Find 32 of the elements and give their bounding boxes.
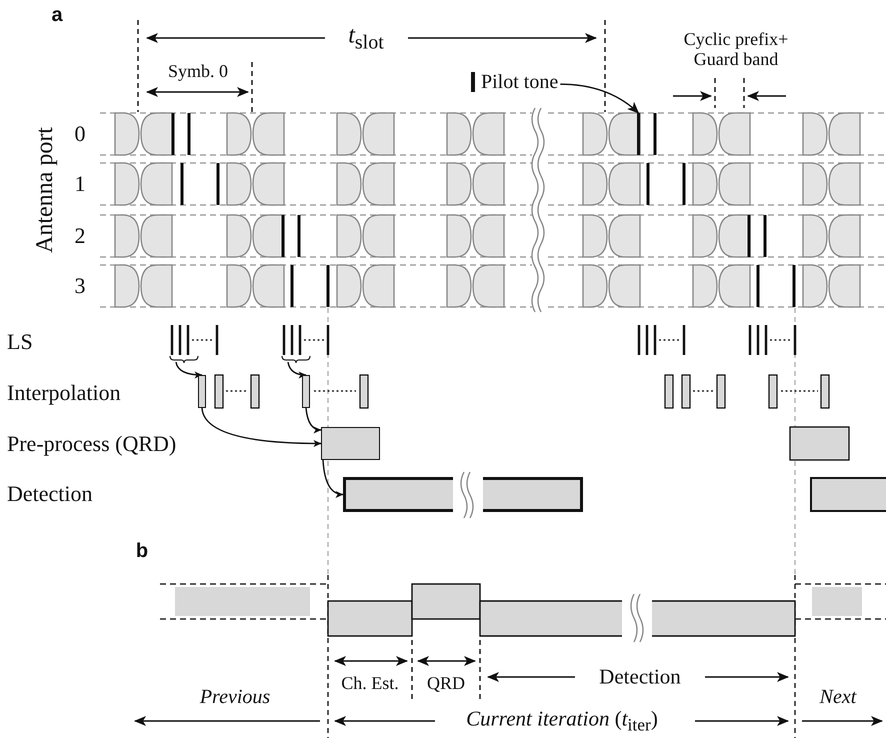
period-label: Previous	[200, 686, 270, 708]
detection-block	[343, 477, 583, 512]
row-label: Pre-process (QRD)	[7, 432, 176, 456]
period-label: Current iteration (t$_{iter}$)	[466, 707, 658, 735]
annotation-text: Cyclic prefix+ Guard band	[682, 30, 790, 70]
row-number: 1	[74, 172, 86, 196]
axis-title: Antenna port	[32, 127, 58, 253]
panel-label: a	[51, 4, 63, 26]
row-number: 3	[74, 274, 86, 298]
row-label: Detection	[7, 482, 93, 506]
preprocess-block	[321, 427, 380, 460]
row-label: Interpolation	[7, 380, 121, 406]
phase-label: Detection	[599, 665, 681, 689]
row-number: 0	[74, 122, 86, 146]
row-number: 2	[74, 224, 86, 248]
panel-label: b	[136, 540, 148, 562]
period-label: Next	[820, 686, 856, 708]
interpolation-bar	[198, 375, 206, 408]
arrow	[322, 460, 344, 498]
arrow	[287, 362, 306, 378]
leader-line	[560, 84, 640, 114]
interpolation-bar	[302, 375, 310, 408]
arrow	[305, 408, 322, 433]
arrow	[175, 362, 202, 378]
callout-text: Pilot tone	[481, 71, 558, 93]
arrow	[201, 408, 322, 447]
pilot-tone-bar	[637, 113, 640, 155]
duration-label: t$_{slot}$	[348, 22, 384, 54]
phase-label: QRD	[427, 674, 465, 694]
row-label: LS	[7, 330, 33, 354]
phase-label: Ch. Est.	[341, 674, 399, 694]
duration-label: Symb. 0	[168, 62, 228, 82]
